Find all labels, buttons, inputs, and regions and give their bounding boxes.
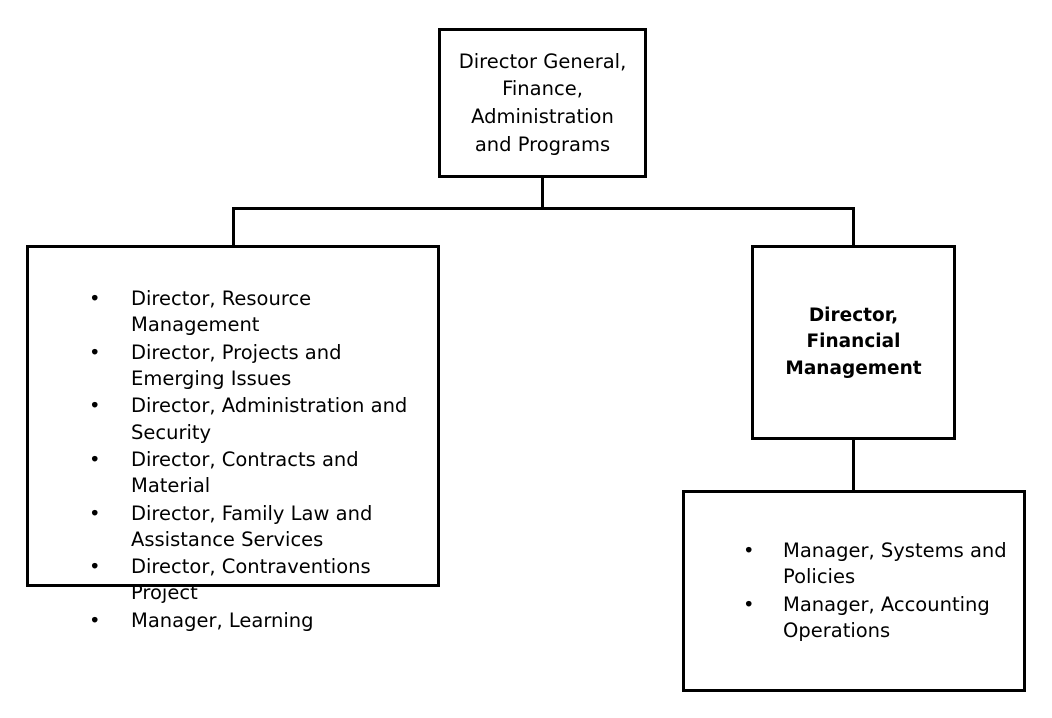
- connector-drop-to-financial-management: [852, 207, 855, 248]
- node-director-financial-management[interactable]: Director, Financial Management: [751, 245, 956, 440]
- bullet-icon: •: [89, 340, 101, 364]
- connector-horizontal-bar: [232, 207, 855, 210]
- list-item: • Manager, Systems and Policies: [685, 538, 1023, 591]
- list-item-label: Director, Resource Management: [131, 287, 312, 337]
- node-director-general[interactable]: Director General, Finance, Administratio…: [438, 28, 647, 178]
- connector-director-general-stub: [541, 178, 544, 210]
- list-item-label: Director, Contracts and Material: [131, 447, 359, 498]
- list-item: • Director, Resource Management: [29, 286, 437, 339]
- connector-drop-to-directors-group: [232, 207, 235, 248]
- directors-group-list: • Director, Resource Management • Direct…: [29, 286, 437, 635]
- node-managers-group[interactable]: • Manager, Systems and Policies • Manage…: [682, 490, 1026, 692]
- list-item: • Manager, Learning: [29, 608, 437, 634]
- bullet-icon: •: [89, 608, 101, 632]
- list-item-label: Manager, Systems and Policies: [783, 539, 1007, 589]
- node-director-financial-management-title: Director, Financial Management: [785, 305, 922, 379]
- managers-group-list: • Manager, Systems and Policies • Manage…: [685, 538, 1023, 645]
- bullet-icon: •: [89, 447, 101, 471]
- bullet-icon: •: [89, 501, 101, 525]
- connector-financial-management-to-managers: [852, 440, 855, 493]
- bullet-icon: •: [743, 592, 755, 616]
- node-directors-group[interactable]: • Director, Resource Management • Direct…: [26, 245, 440, 632]
- list-item: • Director, Contraventions Project: [29, 554, 437, 607]
- node-director-general-title: Director General, Finance, Administratio…: [458, 49, 627, 156]
- list-item-label: Manager, Learning: [131, 608, 314, 632]
- bullet-icon: •: [89, 394, 101, 418]
- list-item-label: Manager, Accounting Operations: [783, 592, 990, 642]
- list-item-label: Director, Family Law and Assistance Serv…: [131, 501, 373, 551]
- bullet-icon: •: [743, 539, 755, 562]
- list-item-label: Director, Projects and Emerging Issues: [131, 340, 342, 390]
- list-item: • Manager, Accounting Operations: [685, 592, 1023, 645]
- list-item: • Director, Contracts and Material: [29, 447, 437, 500]
- list-item: • Director, Projects and Emerging Issues: [29, 340, 437, 393]
- list-item-label: Director, Contraventions Project: [131, 555, 371, 605]
- list-item-label: Director, Administration and Security: [131, 394, 408, 444]
- bullet-icon: •: [89, 287, 101, 310]
- bullet-icon: •: [89, 555, 101, 579]
- list-item: • Director, Administration and Security: [29, 393, 437, 446]
- list-item: • Director, Family Law and Assistance Se…: [29, 501, 437, 554]
